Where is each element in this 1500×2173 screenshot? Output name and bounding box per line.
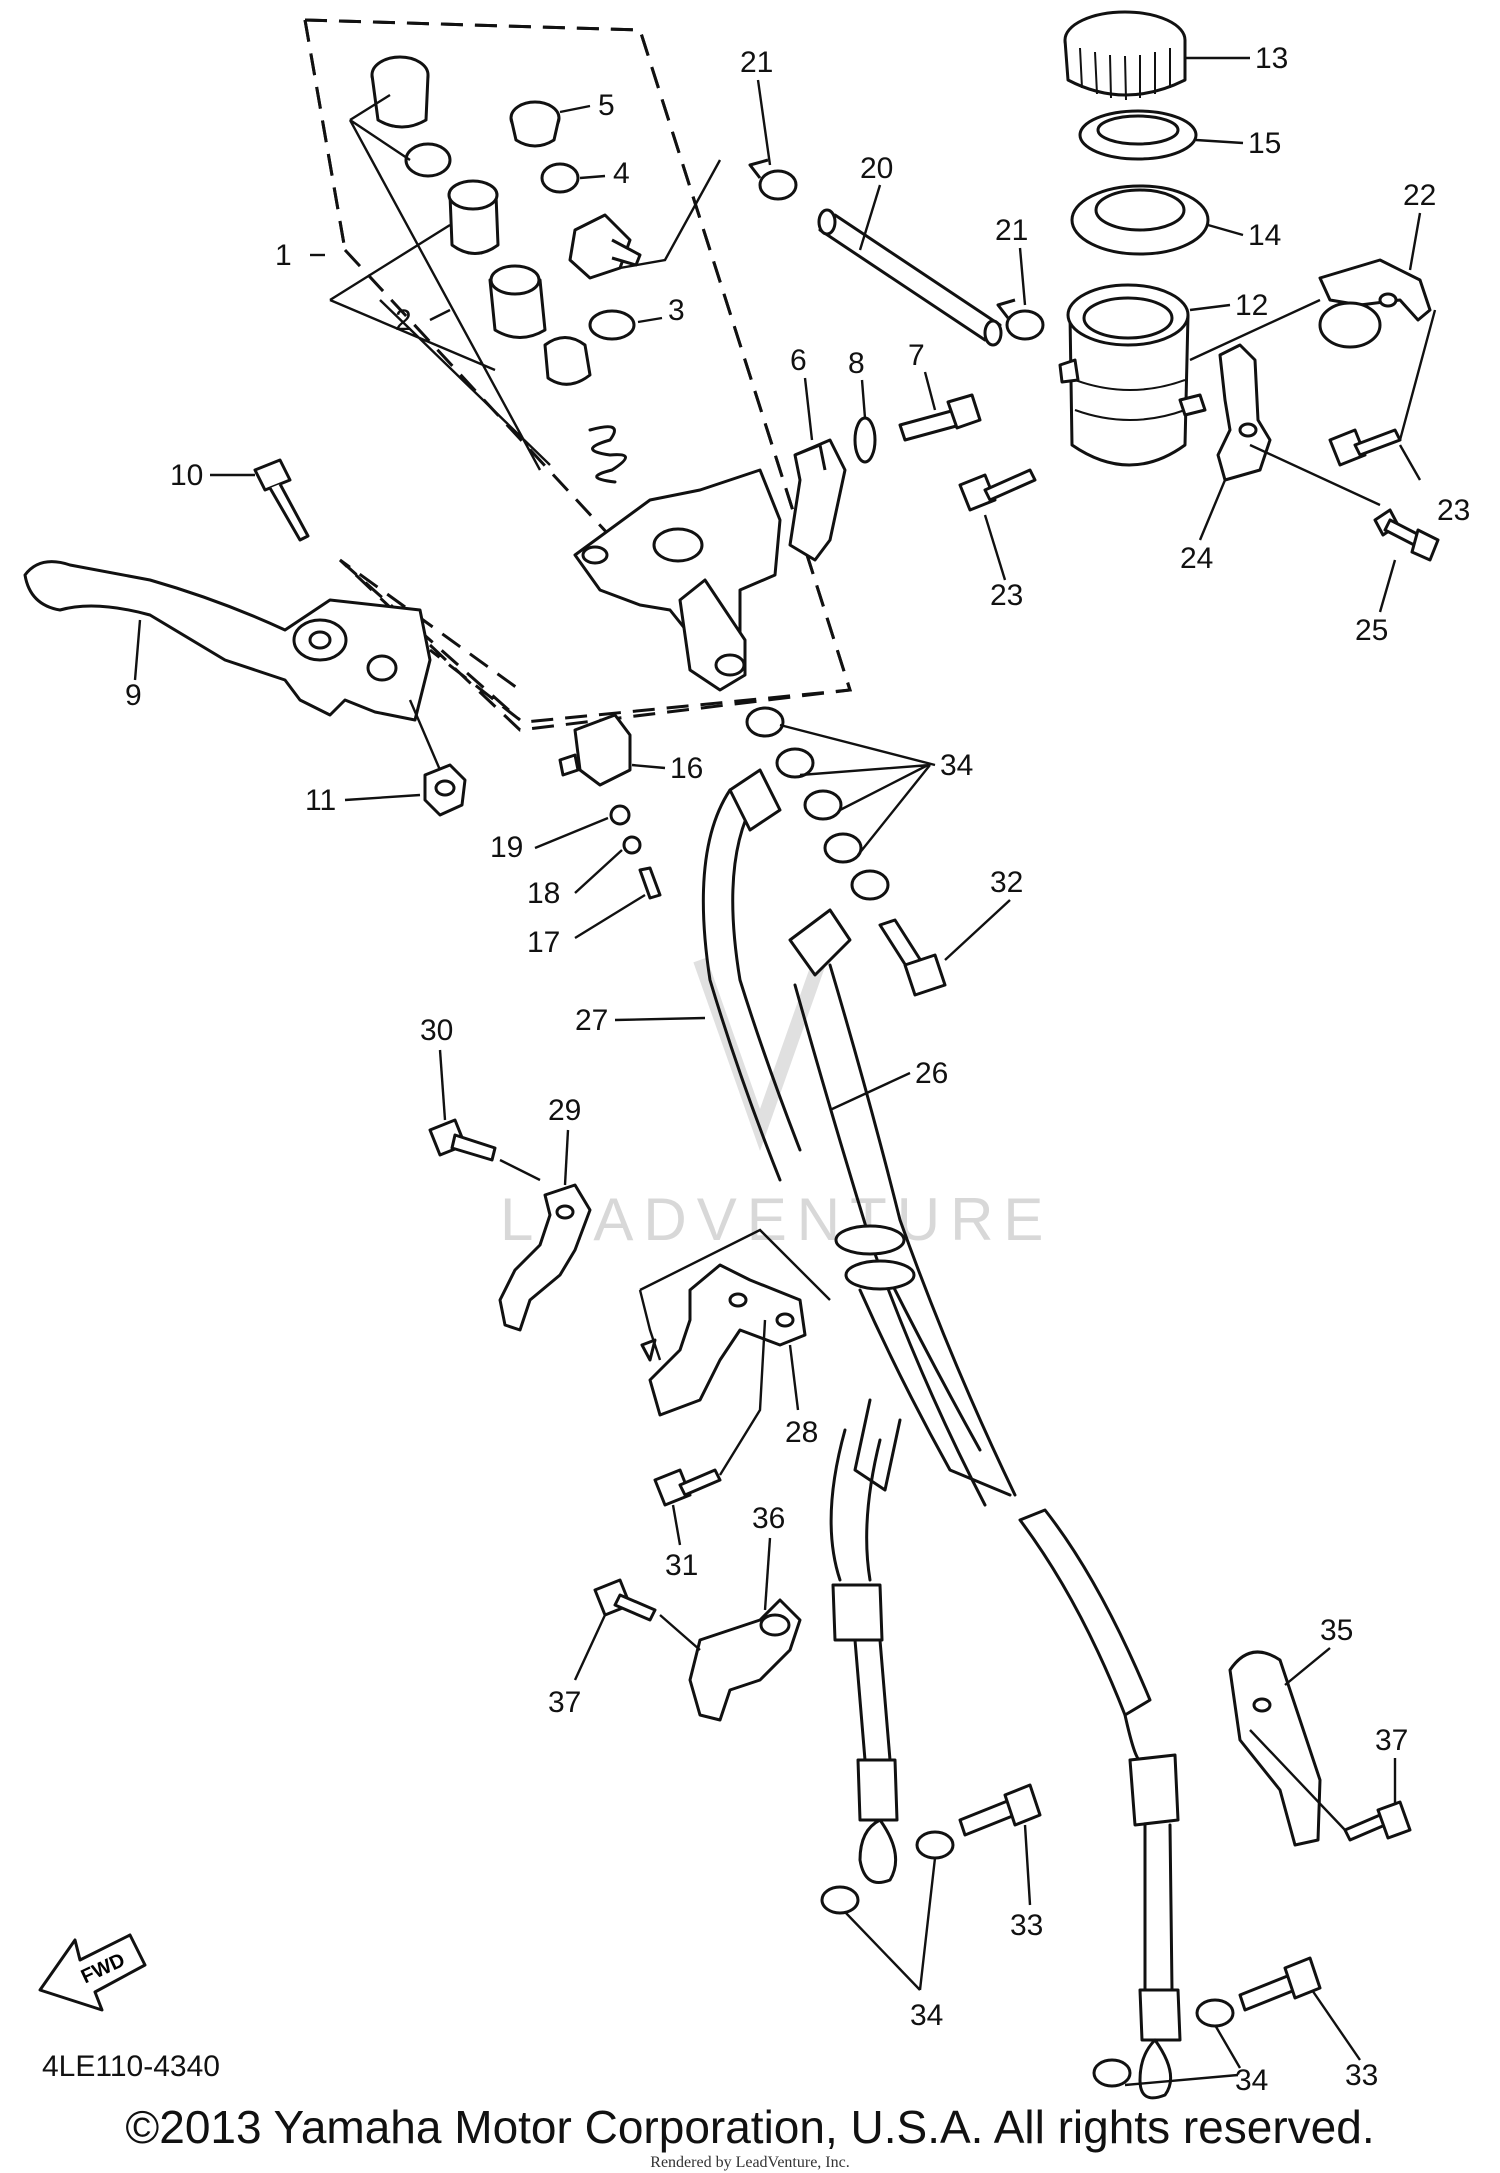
part-number: 34: [1235, 2064, 1268, 2097]
part-number: 10: [170, 459, 203, 492]
diagram-code: 4LE110-4340: [42, 2050, 220, 2083]
part-number: 33: [1010, 1909, 1043, 1942]
piston-kit: [370, 55, 642, 484]
part-number: 30: [420, 1014, 453, 1047]
part-number: 26: [915, 1057, 948, 1090]
part-number: 23: [1437, 494, 1470, 527]
part-number: 1: [275, 239, 292, 272]
washer: [853, 416, 877, 464]
bolt-31: [653, 1468, 722, 1507]
master-cylinder-body: [573, 438, 847, 692]
part-number: 19: [490, 831, 523, 864]
part-number: 14: [1248, 219, 1281, 252]
hose-holder: [648, 1263, 807, 1417]
hose-guide-35: [1228, 1650, 1322, 1847]
brake-lever: [23, 560, 432, 722]
part-number: 36: [752, 1502, 785, 1535]
part-number: 15: [1248, 127, 1281, 160]
part-number: 3: [668, 294, 685, 327]
diaphragm-plate: [1078, 109, 1198, 161]
pivot-screw: [253, 458, 310, 542]
render-credit: Rendered by LeadVenture, Inc.: [650, 2154, 850, 2171]
part-number: 13: [1255, 42, 1288, 75]
reservoir: [1058, 283, 1207, 467]
brake-hose-26: [788, 908, 1152, 1717]
banjo-bolt: [878, 918, 947, 997]
bolt-30: [428, 1118, 497, 1162]
part-number: 35: [1320, 1614, 1353, 1647]
lower-hose-left: [829, 1428, 899, 1884]
fwd-arrow-icon: FWD: [38, 1933, 147, 2012]
banjo-washers-lower-left: [820, 1830, 955, 1915]
bolt-37-left: [593, 1578, 657, 1622]
part-number: 29: [548, 1094, 581, 1127]
part-number: 28: [785, 1416, 818, 1449]
part-number: 8: [848, 347, 865, 380]
reservoir-holder: [1216, 343, 1272, 482]
diaphragm: [1070, 184, 1210, 256]
bolt-37-right: [1343, 1800, 1412, 1842]
part-number: 34: [910, 1999, 943, 2032]
part-number: 21: [995, 214, 1028, 247]
hose-clip-top: [748, 158, 798, 201]
reservoir-cap: [1063, 10, 1187, 101]
banjo-bolt-lower-right: [1238, 1956, 1322, 2012]
banjo-washers-top: [745, 706, 890, 901]
bolt-25: [1373, 508, 1440, 562]
part-number: 5: [598, 89, 615, 122]
part-number: 37: [548, 1686, 581, 1719]
brake-hose-27: [701, 768, 1012, 1497]
part-number: 25: [1355, 614, 1388, 647]
part-number: 7: [908, 339, 925, 372]
part-number: 9: [125, 679, 142, 712]
lever-nut: [423, 763, 467, 817]
bolt: [898, 393, 982, 442]
bolt-23-b: [1328, 428, 1402, 467]
reservoir-hose: [817, 208, 1003, 347]
copyright-notice: ©2013 Yamaha Motor Corporation, U.S.A. A…: [125, 2101, 1375, 2153]
part-number: 17: [527, 926, 560, 959]
hose-clip-right: [996, 298, 1045, 341]
part-number: 31: [665, 1549, 698, 1582]
banjo-bolt-lower-left: [958, 1783, 1042, 1837]
part-number: 37: [1375, 1724, 1408, 1757]
brake-switch: [558, 713, 662, 900]
part-number: 6: [790, 344, 807, 377]
part-number: 12: [1235, 289, 1268, 322]
part-number: 4: [613, 157, 630, 190]
hose-guide-bracket: [498, 1183, 592, 1332]
part-number: 33: [1345, 2059, 1378, 2092]
part-number: 27: [575, 1004, 608, 1037]
reservoir-bracket: [1318, 258, 1432, 349]
part-number: 23: [990, 579, 1023, 612]
part-number: 22: [1403, 179, 1436, 212]
part-number: 34: [940, 749, 973, 782]
part-number: 32: [990, 866, 1023, 899]
part-number: 20: [860, 152, 893, 185]
part-number: 24: [1180, 542, 1213, 575]
part-number: 21: [740, 46, 773, 79]
lower-hose-right: [1123, 1713, 1182, 2100]
part-number: 2: [395, 304, 412, 337]
part-callouts: 1 2 3 4 5 6 7 8 9 10 11 12 13: [125, 42, 1470, 2097]
part-number: 11: [305, 784, 336, 817]
part-number: 16: [670, 752, 703, 785]
hose-guide-36: [688, 1598, 802, 1722]
bolt-23-a: [958, 468, 1037, 512]
part-number: 18: [527, 877, 560, 910]
arrow-head: [640, 1338, 657, 1362]
